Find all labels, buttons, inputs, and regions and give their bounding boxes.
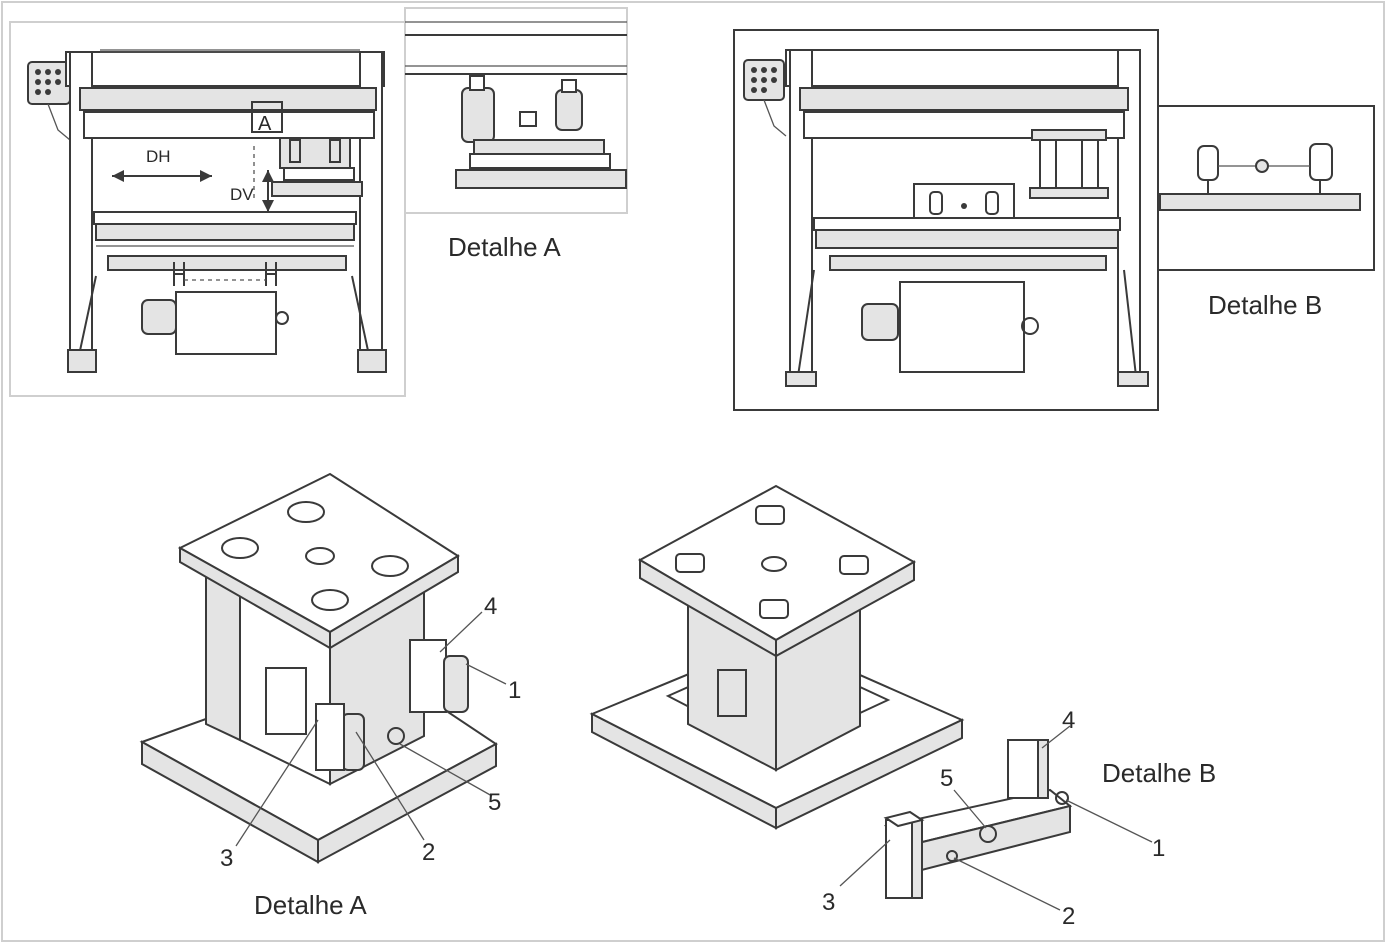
machine-front-view-b: [733, 29, 1159, 411]
number-a-5: 5: [488, 789, 501, 816]
number-a-4: 4: [484, 593, 497, 620]
detail-b-bottom-caption: Detalhe B: [1102, 758, 1216, 788]
number-b-4: 4: [1062, 707, 1075, 734]
number-b-1: 1: [1152, 835, 1165, 862]
machine-front-view-a: [9, 21, 406, 397]
number-a-1: 1: [508, 677, 521, 704]
detail-b-bracket: [839, 725, 1153, 911]
number-a-2: 2: [422, 839, 435, 866]
detail-a-top-caption: Detalhe A: [448, 232, 561, 262]
detail-a-bottom-caption: Detalhe A: [254, 890, 367, 920]
number-b-2: 2: [1062, 903, 1075, 930]
detail-b-zoom-top: [1157, 105, 1375, 271]
dim-dh-label: DH: [146, 147, 171, 166]
dim-dv-label: DV: [230, 185, 254, 204]
callout-a-label: A: [258, 113, 272, 135]
detail-b-top-caption: Detalhe B: [1208, 290, 1322, 320]
isometric-tool-b: [589, 484, 965, 830]
number-a-3: 3: [220, 845, 233, 872]
number-b-3: 3: [822, 889, 835, 916]
number-b-5: 5: [940, 765, 953, 792]
detail-a-zoom-top: [404, 7, 628, 214]
isometric-tool-a: [139, 472, 507, 864]
